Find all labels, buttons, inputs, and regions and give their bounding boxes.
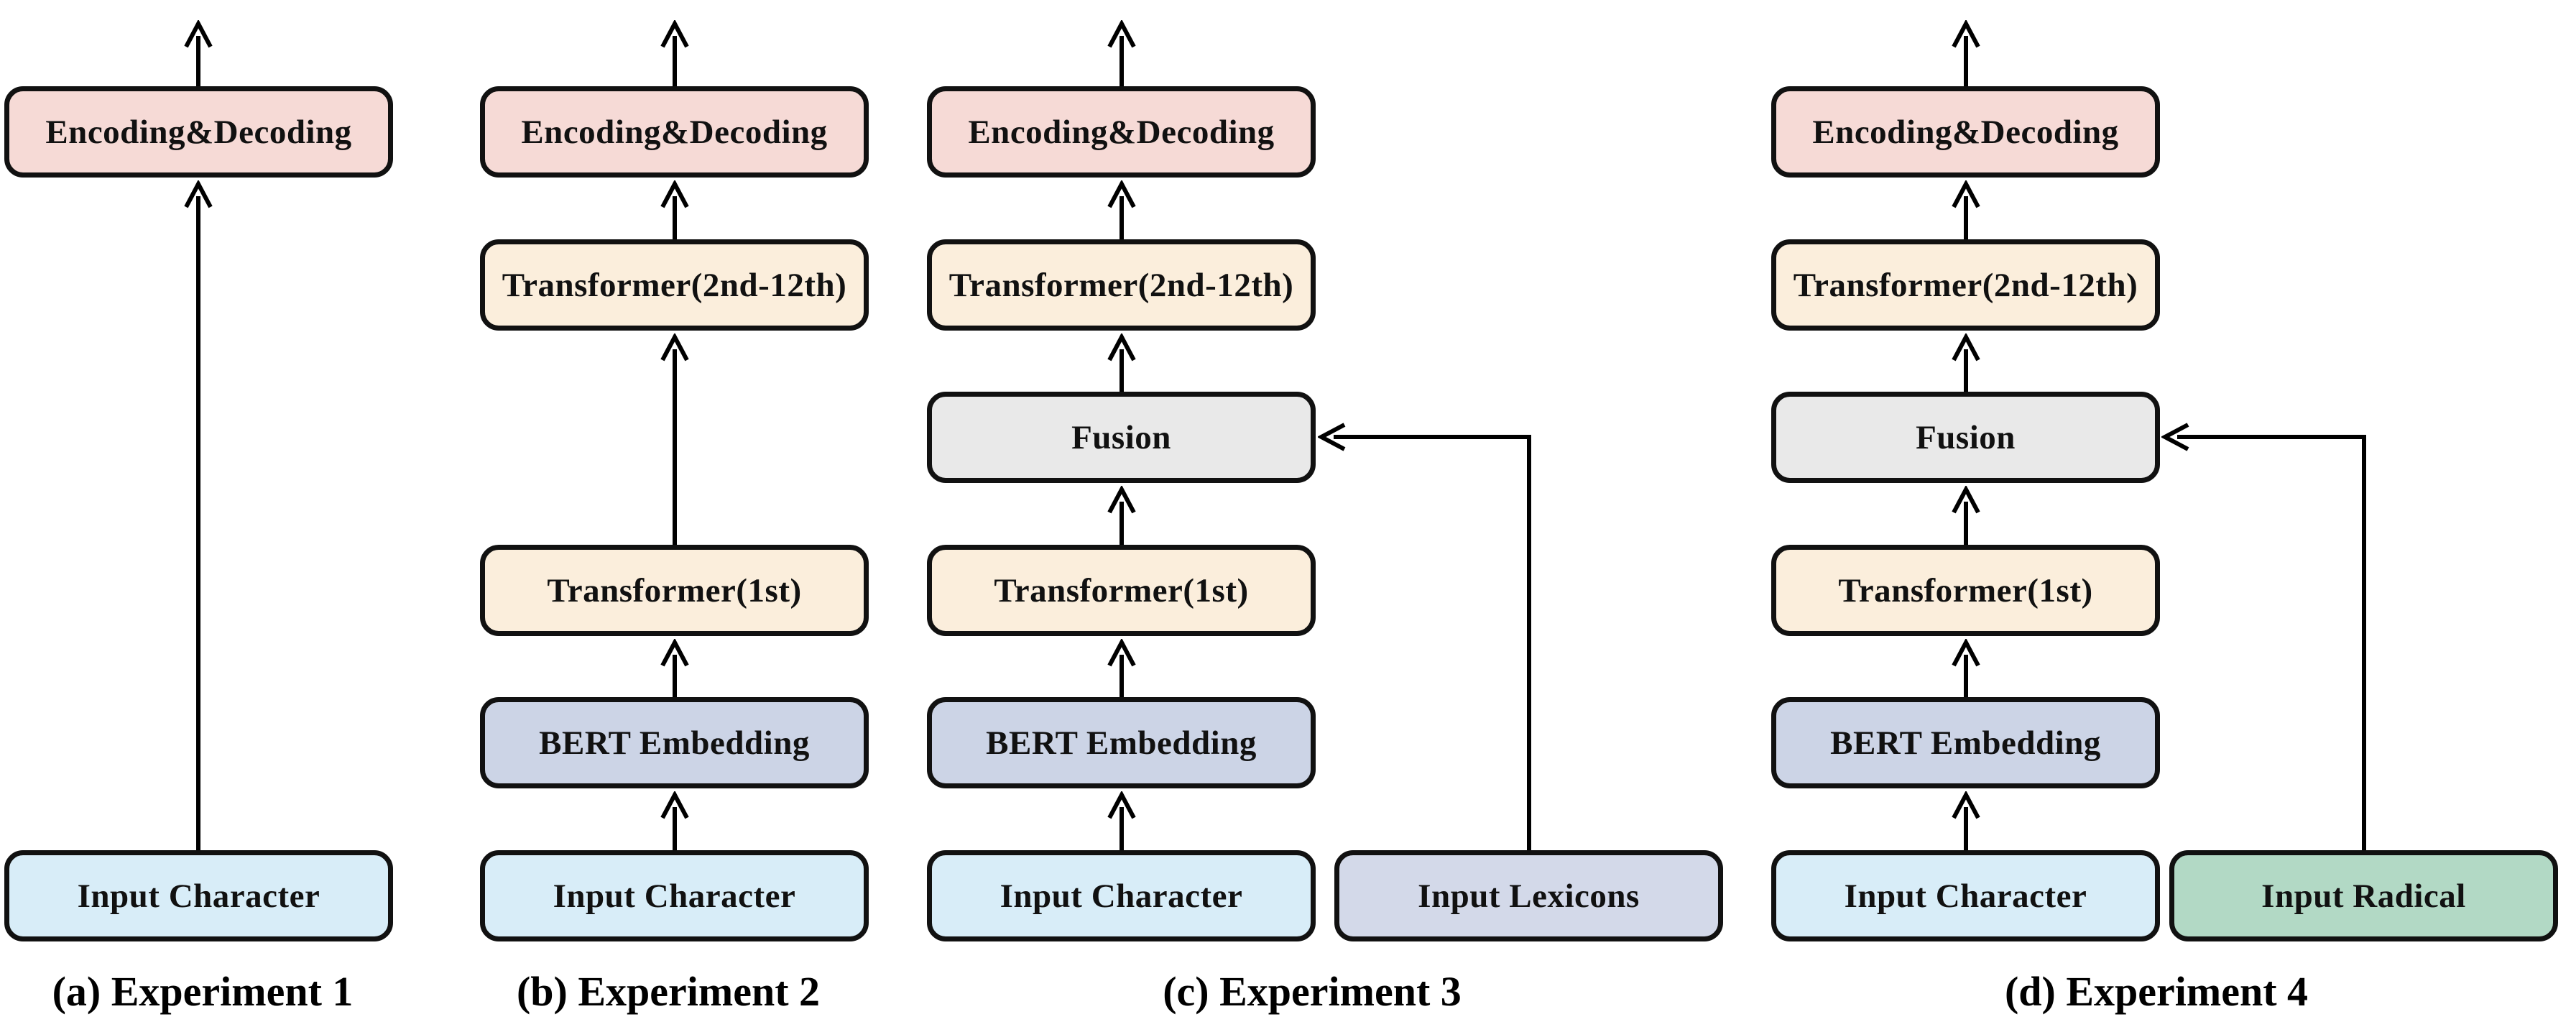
- arrowhead-up-icon: [1107, 20, 1136, 48]
- transformer-2nd-12th-box: Transformer(2nd-12th): [480, 239, 869, 331]
- arrow-shaft: [673, 349, 677, 545]
- arrowhead-up-icon: [184, 20, 213, 48]
- input-character-box: Input Character: [4, 850, 393, 941]
- lexicons-elbow-shaft: [1334, 435, 1531, 439]
- arrow-shaft: [1120, 349, 1124, 392]
- arrowhead-up-icon: [1952, 639, 1980, 667]
- arrow-shaft: [673, 36, 677, 86]
- caption-experiment-2: (b) Experiment 2: [516, 968, 821, 1015]
- transformer-1st-box: Transformer(1st): [1771, 545, 2160, 636]
- arrow-shaft: [673, 655, 677, 697]
- arrow-shaft: [673, 807, 677, 850]
- input-character-box: Input Character: [927, 850, 1316, 941]
- arrowhead-up-icon: [184, 180, 213, 208]
- fusion-box: Fusion: [927, 392, 1316, 483]
- encoding-decoding-box: Encoding&Decoding: [480, 86, 869, 178]
- arrowhead-up-icon: [1107, 180, 1136, 208]
- transformer-2nd-12th-box: Transformer(2nd-12th): [1771, 239, 2160, 331]
- arrow-shaft: [1964, 502, 1968, 545]
- arrowhead-up-icon: [1107, 639, 1136, 667]
- arrow-shaft: [1120, 196, 1124, 239]
- arrowhead-up-icon: [660, 20, 689, 48]
- caption-experiment-4: (d) Experiment 4: [2004, 968, 2309, 1015]
- encoding-decoding-box: Encoding&Decoding: [927, 86, 1316, 178]
- arrowhead-left-icon: [2161, 423, 2189, 451]
- arrow-shaft: [1964, 196, 1968, 239]
- arrow-shaft: [1964, 36, 1968, 86]
- transformer-1st-box: Transformer(1st): [927, 545, 1316, 636]
- arrow-shaft: [1120, 655, 1124, 697]
- arrow-shaft: [196, 196, 200, 850]
- arrowhead-up-icon: [1952, 180, 1980, 208]
- arrowhead-up-icon: [1952, 791, 1980, 819]
- arrowhead-up-icon: [660, 180, 689, 208]
- arrowhead-up-icon: [1952, 333, 1980, 361]
- arrow-shaft: [1964, 349, 1968, 392]
- encoding-decoding-box: Encoding&Decoding: [4, 86, 393, 178]
- arrow-shaft: [1120, 807, 1124, 850]
- arrowhead-left-icon: [1318, 423, 1346, 451]
- input-character-box: Input Character: [1771, 850, 2160, 941]
- caption-experiment-1: (a) Experiment 1: [52, 968, 354, 1015]
- arrow-shaft: [673, 196, 677, 239]
- arrowhead-up-icon: [1952, 20, 1980, 48]
- fusion-box: Fusion: [1771, 392, 2160, 483]
- bert-embedding-box: BERT Embedding: [480, 697, 869, 788]
- arrowhead-up-icon: [1952, 486, 1980, 514]
- arrow-shaft: [1964, 655, 1968, 697]
- arrowhead-up-icon: [660, 333, 689, 361]
- encoding-decoding-box: Encoding&Decoding: [1771, 86, 2160, 178]
- bert-embedding-box: BERT Embedding: [927, 697, 1316, 788]
- arrow-shaft: [1120, 36, 1124, 86]
- arrow-shaft: [1120, 502, 1124, 545]
- transformer-1st-box: Transformer(1st): [480, 545, 869, 636]
- arrowhead-up-icon: [1107, 486, 1136, 514]
- input-radical-box: Input Radical: [2169, 850, 2558, 941]
- arrowhead-up-icon: [660, 639, 689, 667]
- radical-elbow-shaft: [2177, 435, 2366, 439]
- arrow-shaft: [1964, 807, 1968, 850]
- radical-elbow-shaft: [2362, 435, 2366, 850]
- input-character-box: Input Character: [480, 850, 869, 941]
- bert-embedding-box: BERT Embedding: [1771, 697, 2160, 788]
- arrowhead-up-icon: [1107, 333, 1136, 361]
- arrow-shaft: [196, 36, 200, 86]
- lexicons-elbow-shaft: [1527, 435, 1531, 850]
- caption-experiment-3: (c) Experiment 3: [1163, 968, 1462, 1015]
- arrowhead-up-icon: [660, 791, 689, 819]
- arrowhead-up-icon: [1107, 791, 1136, 819]
- transformer-2nd-12th-box: Transformer(2nd-12th): [927, 239, 1316, 331]
- input-lexicons-box: Input Lexicons: [1334, 850, 1723, 941]
